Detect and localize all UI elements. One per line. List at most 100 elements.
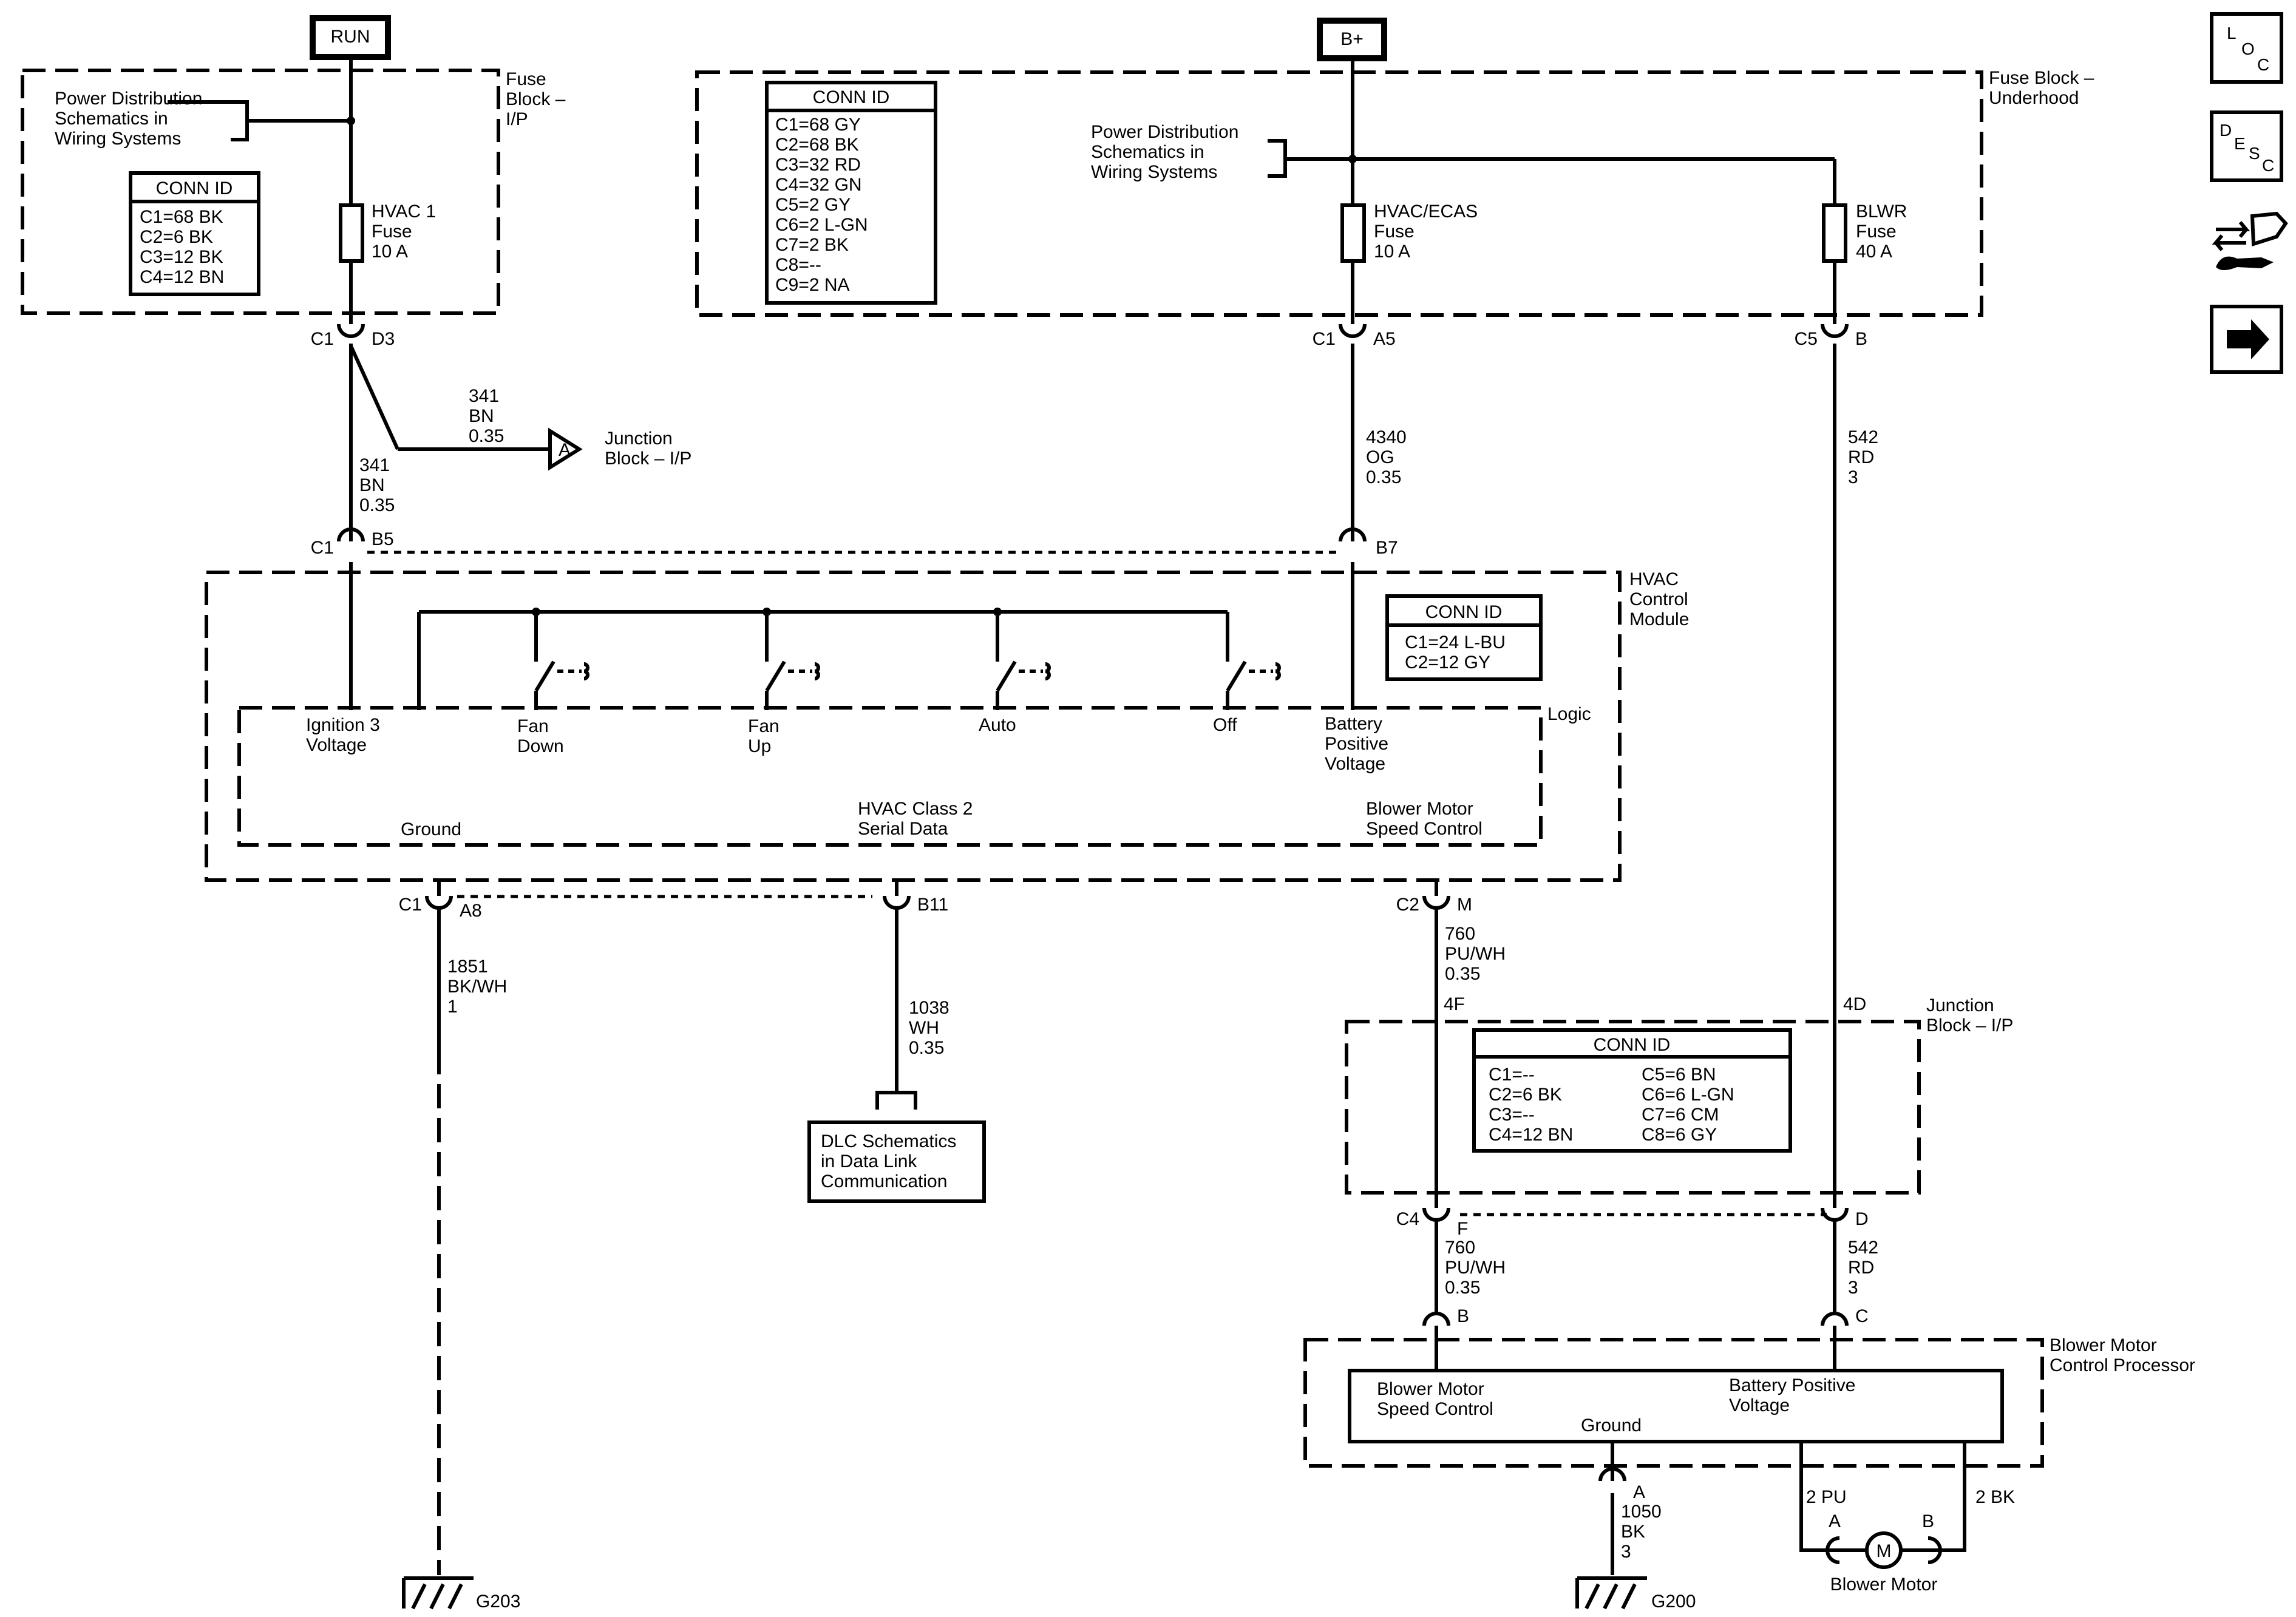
hvac-module-label-1: HVAC — [1629, 569, 1679, 589]
junction-block-label-1: Junction — [1926, 995, 1994, 1015]
wire-4340-1: 4340 — [1366, 427, 1407, 447]
run-power-dist-2: Schematics in — [55, 109, 168, 129]
loc-button[interactable]: L O C — [2213, 16, 2280, 80]
blower-processor-inner — [1348, 1369, 2004, 1443]
pin-fan-down-2: Down — [517, 736, 564, 756]
dlc-label-1: DLC Schematics — [821, 1131, 956, 1151]
desc-letter-c: C — [2262, 156, 2274, 175]
processor-batt-2: Voltage — [1729, 1395, 1790, 1415]
loc-letter-c: C — [2257, 55, 2269, 74]
loc-letter-l: L — [2227, 24, 2237, 42]
desc-letter-d: D — [2220, 121, 2232, 140]
c1-a5-connector — [1339, 324, 1367, 338]
bplus-circuit-wires — [1285, 58, 1836, 1208]
hvac-ecas-fuse — [1340, 203, 1366, 263]
c1-b5-connector — [337, 527, 365, 542]
hvac-ecas-fuse-2: Fuse — [1374, 222, 1415, 242]
conn-a-ground: A — [1633, 1482, 1645, 1502]
pin-fan-up-2: Up — [748, 736, 771, 756]
dlc-label-3: Communication — [821, 1171, 947, 1192]
ip-conn-2: C2=6 BK — [140, 227, 213, 247]
c2-m-connector — [1422, 895, 1450, 910]
conn-b11: B11 — [917, 895, 948, 915]
motor-b-connector — [1927, 1536, 1942, 1564]
pin-serial-2: Serial Data — [858, 819, 948, 839]
junction-ref-label-2: Block – I/P — [605, 449, 691, 469]
blower-processor-label-1: Blower Motor — [2050, 1335, 2157, 1355]
conn-d: D — [1855, 1209, 1869, 1229]
junction-conn-l4: C4=12 BN — [1489, 1125, 1573, 1145]
junction-conn-r4: C8=6 GY — [1642, 1125, 1717, 1145]
hvac-1-fuse-label-3: 10 A — [372, 242, 408, 262]
desc-letter-e: E — [2234, 134, 2246, 153]
ip-conn-4: C4=12 BN — [140, 267, 224, 287]
ip-conn-3: C3=12 BK — [140, 247, 223, 267]
processor-batt-1: Battery Positive — [1729, 1375, 1855, 1395]
wire-760-bot-2: PU/WH — [1445, 1258, 1506, 1278]
hvac-module-label-3: Module — [1629, 609, 1689, 629]
junction-conn-r3: C7=6 CM — [1642, 1105, 1719, 1125]
conn-c2-m-right: M — [1457, 895, 1472, 915]
g203-ground-symbol — [402, 1576, 474, 1610]
conn-b7: B7 — [1376, 538, 1398, 558]
wire-341-3: 0.35 — [359, 495, 395, 515]
wire-1851-2: BK/WH — [447, 977, 507, 997]
wire-341-branch-3: 0.35 — [469, 426, 504, 446]
b7-connector — [1339, 527, 1367, 542]
wire-1050-2: BK — [1621, 1522, 1645, 1542]
hvac-conn-box — [1385, 594, 1543, 681]
c5-b-connector — [1821, 324, 1849, 338]
underhood-label-1: Fuse Block – — [1989, 68, 2094, 88]
pin-blower-2: Speed Control — [1366, 819, 1483, 839]
desc-button[interactable]: D E S C — [2213, 114, 2280, 178]
underhood-conn-7: C7=2 BK — [775, 235, 849, 255]
bplus-label: B+ — [1340, 29, 1364, 49]
hvac-switch-wiring — [417, 610, 1229, 710]
conn-c2-m-left: C2 — [1396, 895, 1419, 915]
c-connector — [1821, 1312, 1849, 1326]
ip-conn-title: CONN ID — [156, 178, 233, 198]
conn-4f: 4F — [1444, 994, 1465, 1014]
wrench-icon[interactable] — [2212, 211, 2288, 270]
conn-4d: 4D — [1843, 994, 1866, 1014]
pin-batt-2: Positive — [1325, 734, 1388, 754]
underhood-conn-1: C1=68 GY — [775, 115, 861, 135]
pin-blower-1: Blower Motor — [1366, 799, 1473, 819]
pin-batt-3: Voltage — [1325, 754, 1385, 774]
next-arrow-icon[interactable] — [2227, 319, 2269, 359]
blower-motor-label: Blower Motor — [1830, 1575, 1938, 1595]
blwr-fuse — [1822, 203, 1847, 263]
conn-c1-d3-left: C1 — [311, 329, 334, 349]
conn-c1-d3-right: D3 — [372, 329, 395, 349]
wire-2-bk-label: 2 BK — [1975, 1487, 2015, 1507]
underhood-conn-6: C6=2 L-GN — [775, 215, 868, 235]
fuse-block-ip-label-2: Block – — [506, 89, 566, 109]
junction-ref-letter: A — [559, 440, 571, 460]
wire-542-top-3: 3 — [1848, 467, 1858, 487]
wire-341-2: BN — [359, 475, 385, 495]
bplus-power-dist-3: Wiring Systems — [1091, 162, 1217, 182]
pin-ign-1: Ignition 3 — [306, 715, 380, 735]
loc-button-frame — [2210, 12, 2283, 84]
ip-conn-1: C1=68 BK — [140, 207, 223, 227]
blwr-fuse-1: BLWR — [1856, 202, 1907, 222]
wire-341-1: 341 — [359, 455, 390, 475]
labels: RUN B+ Fuse Block – I/P Power Distributi… — [55, 27, 2195, 1612]
wire-760-top-2: PU/WH — [1445, 944, 1506, 964]
wire-1851-3: 1 — [447, 997, 458, 1017]
wire-760-bot-3: 0.35 — [1445, 1278, 1480, 1298]
underhood-conn-8: C8=-- — [775, 255, 821, 275]
wire-2-bk — [1928, 1442, 1966, 1552]
b11-connector — [883, 895, 911, 910]
pin-serial-1: HVAC Class 2 — [858, 799, 973, 819]
conn-c5-b-right: B — [1855, 329, 1867, 349]
conn-c1-a8-right: A8 — [460, 901, 482, 921]
logic-outline — [237, 706, 1543, 847]
underhood-conn-9: C9=2 NA — [775, 275, 850, 295]
conn-c: C — [1855, 1306, 1869, 1326]
wire-4340-2: OG — [1366, 447, 1394, 467]
b-connector — [1422, 1312, 1450, 1326]
wire-542-bot-1: 542 — [1848, 1238, 1878, 1258]
bplus-power-dist-2: Schematics in — [1091, 142, 1204, 162]
